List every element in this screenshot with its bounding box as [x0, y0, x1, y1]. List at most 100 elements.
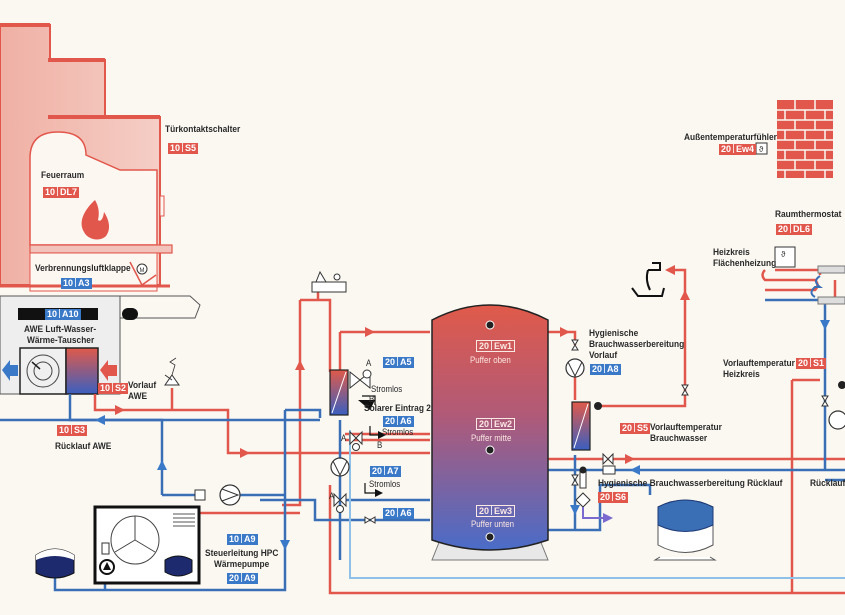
tag-group: 20 — [372, 466, 383, 476]
a8-tag: 20 A8 — [590, 364, 621, 375]
stove: M — [0, 23, 173, 292]
s6-tag: 20 S6 — [598, 492, 629, 503]
verbrennungsluft-label: Verbrennungsluftklappe — [35, 263, 131, 274]
tag-group: 20 — [385, 508, 396, 518]
ew1-label: Puffer oben — [470, 355, 511, 365]
tag-id: S3 — [74, 425, 86, 435]
ew1-tag: 20 Ew1 — [476, 340, 516, 352]
vorlauf-awe-label-1: Vorlauf — [128, 380, 157, 391]
tag-id: Ew4 — [736, 144, 755, 154]
tag-group: 20 — [479, 419, 490, 429]
tag-id: A6 — [400, 416, 412, 426]
hw-vorlauf-label-1: Hygienische — [589, 328, 639, 339]
valve-a-label: A — [366, 358, 372, 368]
tag-group: 20 — [778, 224, 789, 234]
svg-text:ϑ: ϑ — [759, 145, 764, 154]
tag-id: A3 — [78, 278, 90, 288]
valve-a-label-2: A — [341, 433, 347, 443]
tag-id: A9 — [244, 573, 256, 583]
tag-id: Ew2 — [494, 419, 513, 429]
awe-label-2: Wärme-Tauscher — [27, 335, 95, 346]
fire-chamber — [29, 131, 158, 246]
s1-label-1: Vorlauftemperatur — [723, 358, 795, 369]
awe-label-1: AWE Luft-Wasser- — [24, 324, 97, 335]
stromlos-2: Stromlos — [382, 427, 414, 437]
stromlos-1: Stromlos — [371, 384, 403, 394]
tag-group: 10 — [100, 383, 111, 393]
tuerkontakt-tag: 10 S5 — [168, 143, 199, 154]
hpc-label-1: Steuerleitung HPC — [205, 548, 279, 559]
tag-group: 20 — [592, 364, 603, 374]
tag-group: 20 — [798, 358, 809, 368]
tag-group: 20 — [385, 416, 396, 426]
tag-id: Ew1 — [494, 341, 513, 351]
heizkreis-label-1: Heizkreis — [713, 247, 750, 258]
tag-group: 20 — [479, 506, 490, 516]
s1-label-2: Heizkreis — [723, 369, 760, 380]
s1-tag: 20 S1 — [796, 358, 827, 369]
expansion-manifold — [311, 281, 347, 293]
room-sensor-icon — [774, 246, 796, 268]
hw-ruecklauf-label: Hygienische Brauchwasserbereitung Rückla… — [598, 478, 783, 489]
tuerkontakt-label: Türkontaktschalter — [165, 124, 241, 135]
heizkreis-label-2: Flächenheizung — [713, 258, 777, 269]
valve-a-label-3: A — [329, 491, 335, 501]
solar-label: Solarer Eintrag 2 — [364, 403, 431, 414]
tag-id: DL7 — [60, 187, 78, 197]
faucet-icon — [631, 262, 665, 297]
tag-group: 20 — [721, 144, 732, 154]
hw-vorlauf-label-3: Vorlauf — [589, 350, 618, 361]
room-thermostat-label: Raumthermostat — [775, 209, 842, 220]
tag-id: A10 — [62, 309, 79, 319]
valve-b-label: B — [369, 394, 375, 404]
air-out-arrow-icon — [2, 360, 18, 381]
tag-group: 20 — [479, 341, 490, 351]
valve-icon — [194, 339, 829, 524]
flame-icon — [81, 200, 110, 240]
tag-id: S5 — [185, 143, 197, 153]
vorlauf-awe-label-2: AWE — [128, 391, 148, 402]
tag-group: 20 — [385, 357, 396, 367]
svg-text:ϑ: ϑ — [781, 250, 786, 259]
tag-group: 10 — [59, 425, 70, 435]
stromlos-3: Stromlos — [369, 479, 401, 489]
hot-water-tank — [653, 499, 717, 561]
buffer-tank — [431, 304, 549, 561]
tag-group: 20 — [600, 492, 611, 502]
room-thermostat-tag: 20 DL6 — [776, 224, 813, 235]
verbrennungsluft-tag: 10 A3 — [61, 278, 92, 289]
valve-b-label-2: B — [377, 440, 383, 450]
a6-tag-upper: 20 A6 — [383, 416, 414, 427]
ew3-tag: 20 Ew3 — [476, 505, 516, 517]
tag-id: A5 — [400, 357, 412, 367]
tag-id: DL6 — [793, 224, 811, 234]
tag-id: A8 — [607, 364, 619, 374]
tag-group: 10 — [45, 187, 56, 197]
tag-id: Ew3 — [494, 506, 513, 516]
air-in-arrow-icon — [100, 360, 117, 381]
tag-group: 10 — [170, 143, 181, 153]
tag-group: 10 — [63, 278, 74, 288]
svg-text:M: M — [140, 268, 145, 274]
ew2-label: Puffer mitte — [471, 433, 512, 443]
tag-id: S6 — [615, 492, 627, 502]
feuerraum-label: Feuerraum — [41, 170, 85, 181]
ew2-tag: 20 Ew2 — [476, 418, 516, 430]
tag-group: 20 — [622, 423, 633, 433]
tag-id: S1 — [813, 358, 825, 368]
tag-group: 20 — [229, 573, 240, 583]
outdoor-tag: 20 Ew4 — [719, 144, 757, 155]
motor-icon — [136, 263, 148, 275]
ew3-label: Puffer unten — [471, 519, 515, 529]
hpc-label-2: Wärmepumpe — [214, 559, 270, 570]
room-ruecklauf-label: Rücklauf — [810, 478, 845, 489]
heat-pump-unit — [93, 505, 201, 585]
hw-vorlauf-label-2: Brauchwasserbereitung — [589, 339, 685, 350]
feuerraum-tag: 10 DL7 — [43, 187, 80, 198]
ruecklauf-awe-label: Rücklauf AWE — [55, 441, 112, 452]
